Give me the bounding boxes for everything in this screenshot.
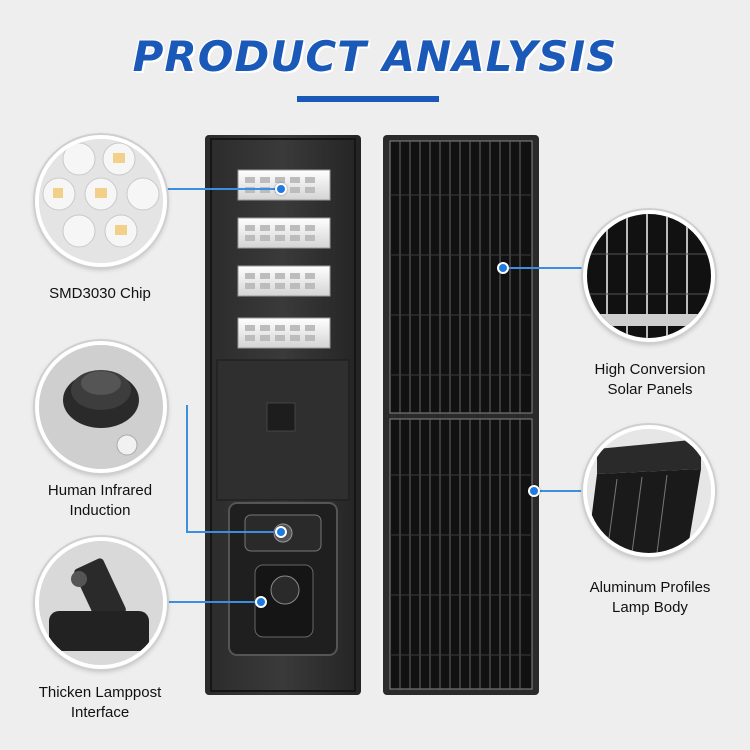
- label-lamppost: Thicken Lamppost Interface: [10, 683, 190, 723]
- solar-panel-view: [383, 135, 539, 695]
- label-lamppost-line1: Thicken Lamppost: [38, 684, 162, 701]
- label-solar: High Conversion Solar Panels: [565, 360, 735, 400]
- label-smd-chip: SMD3030 Chip: [49, 285, 151, 302]
- label-solar-line1: High Conversion: [594, 361, 706, 378]
- dot-smd: [275, 183, 287, 195]
- solar-panel-closeup: [583, 210, 715, 342]
- solar-cell-icon: [587, 214, 711, 338]
- bracket-icon: [39, 541, 163, 665]
- dot-aluminum: [528, 485, 540, 497]
- aluminum-profile-closeup: [583, 425, 715, 557]
- label-aluminum-line2: Lamp Body: [612, 599, 688, 616]
- connector-infrared-h: [186, 531, 280, 533]
- smd-chip-closeup: [35, 135, 167, 267]
- connector-aluminum: [535, 490, 587, 492]
- label-lamppost-line2: Interface: [70, 704, 130, 721]
- dot-lamppost: [255, 596, 267, 608]
- label-aluminum: Aluminum Profiles Lamp Body: [560, 578, 740, 618]
- lamp-back-view: [205, 135, 361, 695]
- led-chip-icon: [39, 139, 163, 263]
- connector-smd: [163, 188, 280, 190]
- dot-infrared: [275, 526, 287, 538]
- dot-solar: [497, 262, 509, 274]
- profile-frame-icon: [587, 429, 711, 553]
- page-title: PRODUCT ANALYSIS: [132, 32, 618, 81]
- label-aluminum-line1: Aluminum Profiles: [589, 579, 711, 596]
- sensor-icon: [39, 345, 163, 469]
- title-underline: [297, 96, 439, 102]
- label-solar-line2: Solar Panels: [607, 381, 693, 398]
- connector-solar: [505, 267, 587, 269]
- connector-infrared-v: [186, 405, 188, 532]
- lamppost-interface-closeup: [35, 537, 167, 669]
- label-infrared-line2: Induction: [69, 502, 131, 519]
- infrared-sensor-closeup: [35, 341, 167, 473]
- label-infrared: Human Infrared Induction: [15, 481, 185, 521]
- label-infrared-line1: Human Infrared: [47, 482, 153, 499]
- connector-lamppost: [163, 601, 260, 603]
